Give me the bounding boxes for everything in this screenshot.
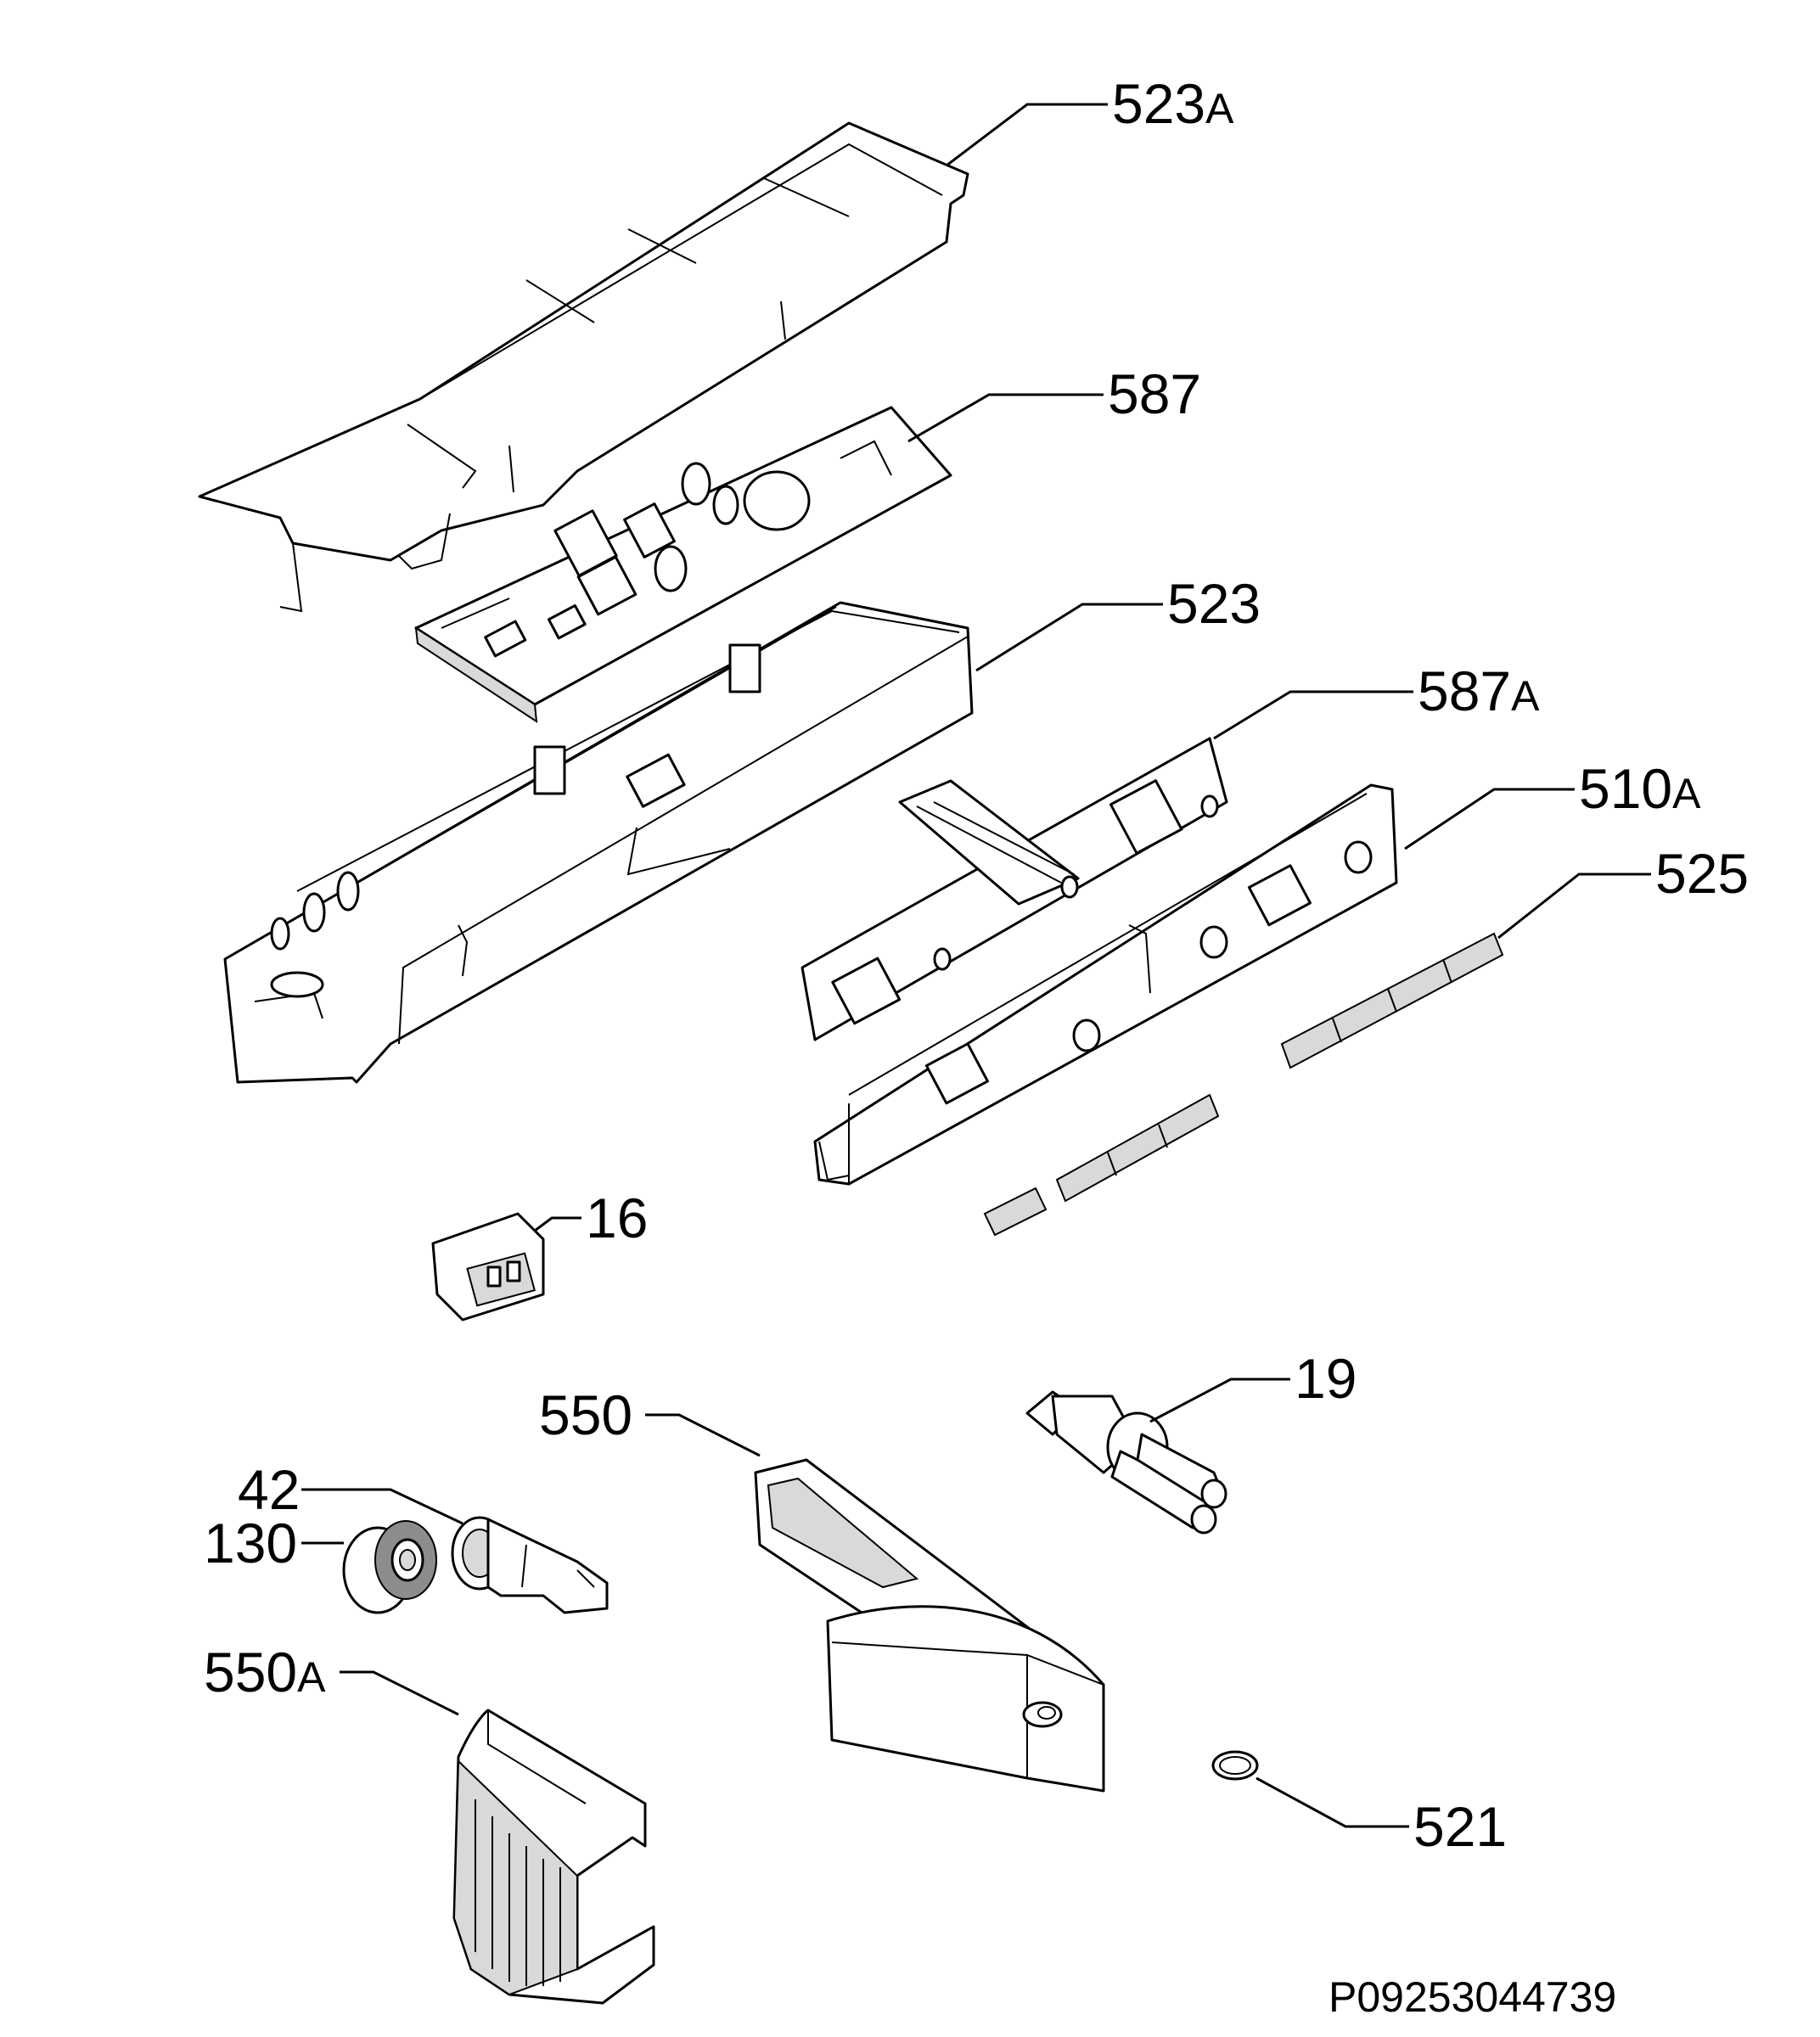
part-587a-display-board	[800, 737, 1228, 1041]
leader-550a	[340, 1670, 459, 1716]
leader-523	[975, 603, 1163, 672]
callout-587: 587	[1108, 362, 1201, 425]
leader-19	[1149, 1378, 1290, 1423]
part-550a-end-cap	[452, 1709, 655, 2005]
leader-550	[645, 1413, 761, 1457]
leader-lines	[301, 103, 1651, 1828]
callout-16: 16	[586, 1187, 648, 1249]
leader-525	[1497, 873, 1651, 940]
callout-521: 521	[1413, 1795, 1507, 1858]
drawing-code: P09253044739	[1328, 1973, 1616, 2021]
part-19-lamp	[1025, 1390, 1227, 1535]
callout-525: 525	[1655, 842, 1749, 905]
leader-510a	[1404, 788, 1575, 850]
callout-19: 19	[1295, 1347, 1357, 1410]
callout-42: 42	[238, 1458, 300, 1521]
part-523a-top-cover	[198, 121, 969, 613]
leader-42	[301, 1488, 463, 1525]
part-523-housing	[223, 601, 974, 1084]
leader-521	[1255, 1776, 1409, 1828]
part-525-buttons	[983, 932, 1504, 1237]
leader-16	[534, 1216, 581, 1232]
part-587-control-board	[414, 406, 952, 723]
callout-550: 550	[539, 1383, 632, 1446]
callout-523a: 523A	[1112, 72, 1234, 135]
leader-587	[907, 393, 1104, 443]
callout-587a: 587A	[1418, 659, 1540, 722]
part-42-connector	[451, 1516, 609, 1614]
part-521-o-ring	[1211, 1750, 1259, 1781]
leader-587a	[1213, 690, 1413, 740]
callout-130: 130	[204, 1512, 297, 1574]
leader-523a	[946, 103, 1108, 167]
callout-523: 523	[1167, 572, 1261, 635]
part-510a-front-panel	[813, 783, 1398, 1186]
part-16-switch	[431, 1212, 545, 1322]
callout-510a: 510A	[1579, 757, 1701, 820]
part-130-ring-nut	[342, 1520, 437, 1614]
callout-550a: 550A	[204, 1641, 326, 1703]
part-550-handle	[754, 1458, 1105, 1793]
